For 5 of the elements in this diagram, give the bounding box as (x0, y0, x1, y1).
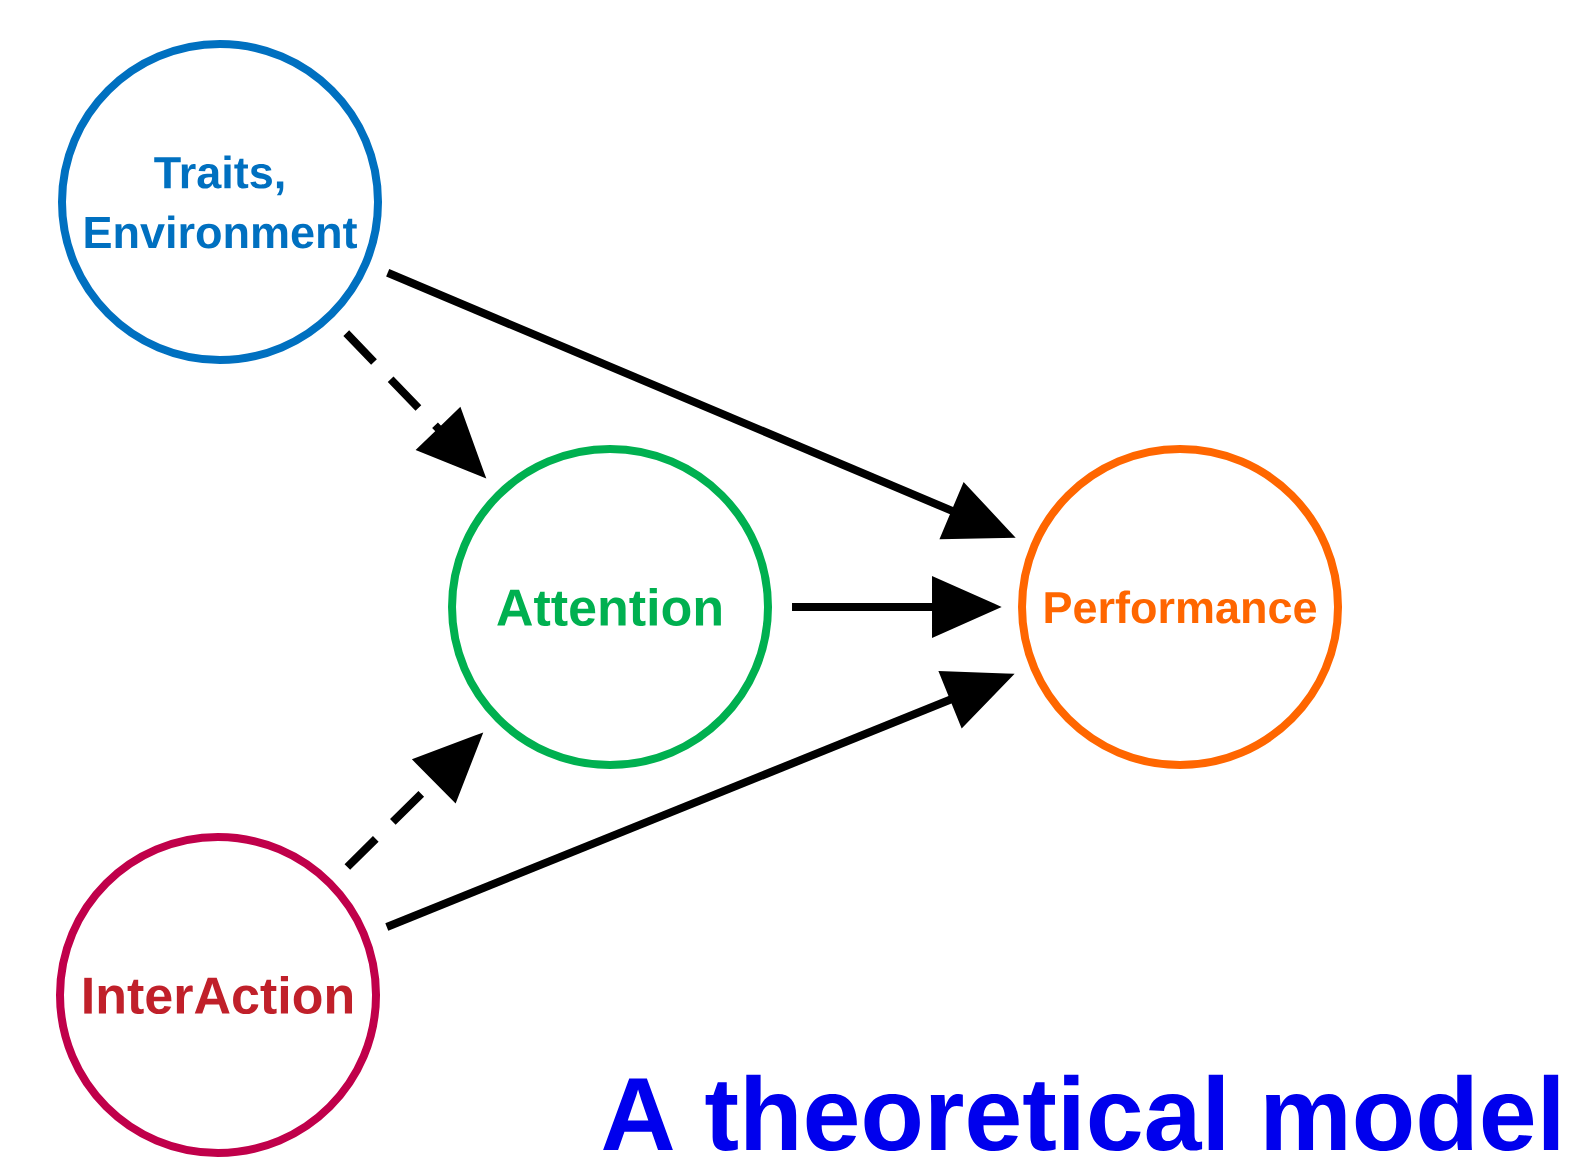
circle-node: Traits, Environment (58, 40, 382, 364)
circle-node: Attention (448, 445, 772, 769)
circle-node: Performance (1018, 445, 1342, 769)
title: A theoretical model (603, 1074, 1559, 1151)
circle-node: InterAction (56, 833, 380, 1157)
